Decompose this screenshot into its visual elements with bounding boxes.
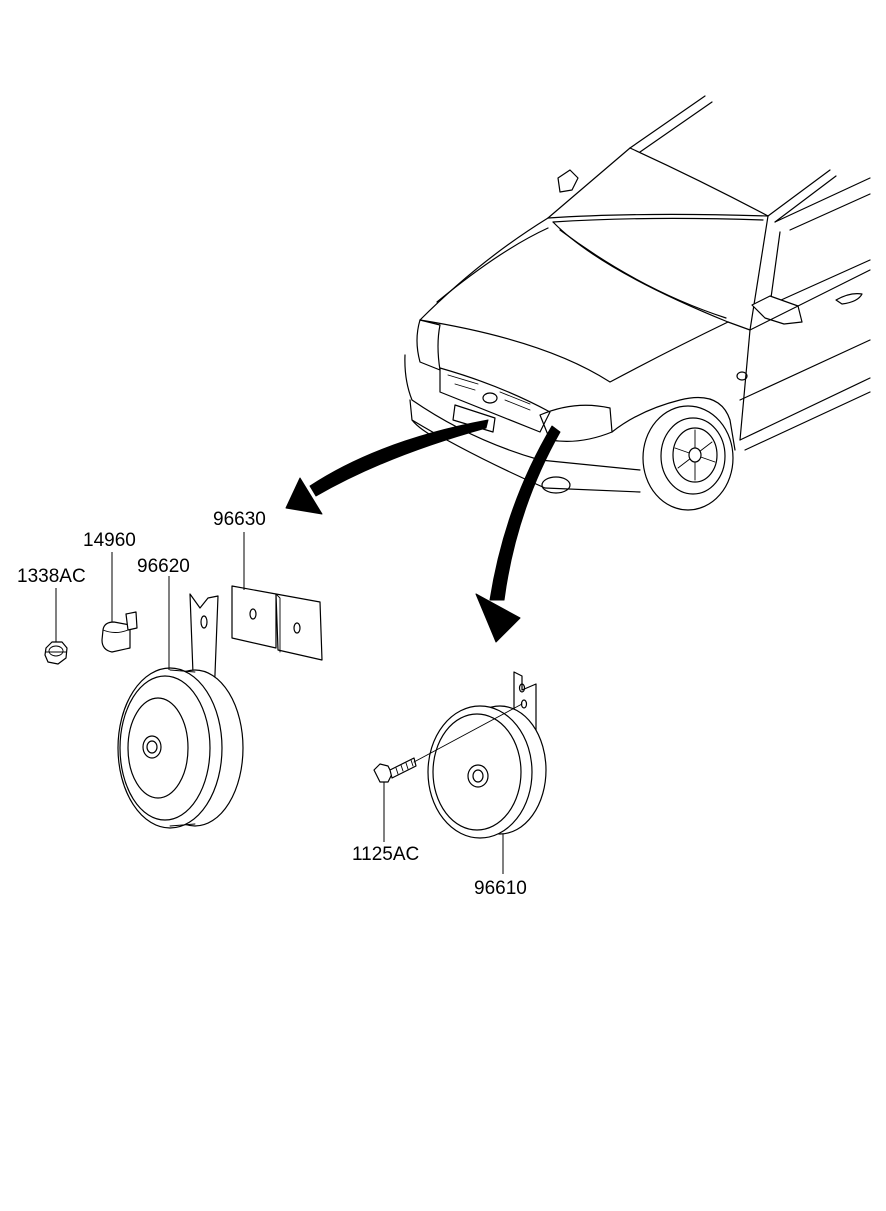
part-number-14960: 14960: [83, 530, 136, 551]
part-number-96620: 96620: [137, 556, 190, 577]
arrow-icon: [285, 419, 489, 515]
bracket-icon: [231, 585, 323, 661]
part-number-96610: 96610: [474, 878, 527, 899]
clip-icon: [101, 611, 138, 653]
part-number-1338AC: 1338AC: [17, 566, 86, 587]
part-number-96630: 96630: [213, 509, 266, 530]
bolt-icon: [373, 703, 523, 783]
horn-icon: [117, 593, 244, 829]
car-icon: [404, 95, 871, 511]
horn-icon: [427, 671, 547, 839]
part-number-1125AC: 1125AC: [352, 844, 419, 865]
arrow-icon: [475, 425, 561, 643]
nut-icon: [44, 641, 68, 665]
